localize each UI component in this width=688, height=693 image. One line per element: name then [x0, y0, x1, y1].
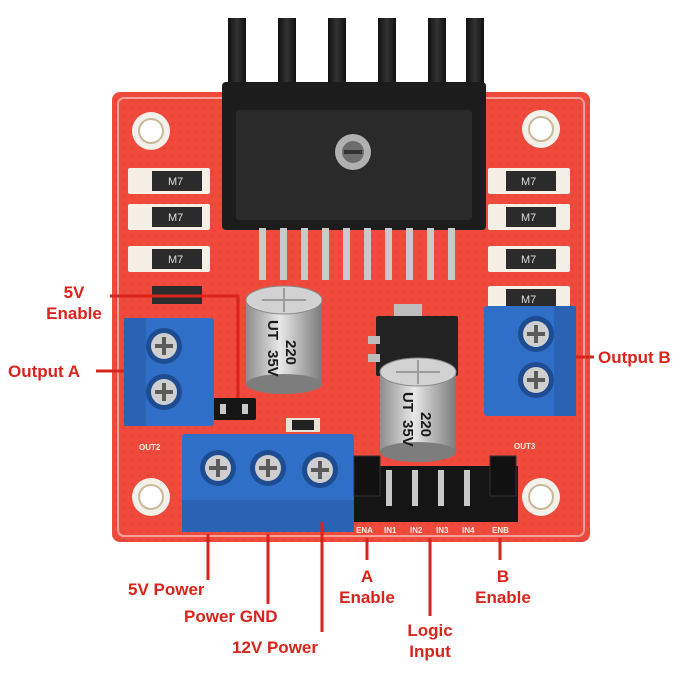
diode-marking: M7: [521, 254, 536, 266]
diodes-right: M7 M7 M7 M7: [488, 168, 570, 312]
silk-enb: ENB: [492, 526, 509, 535]
label-output-b: Output B: [598, 348, 671, 367]
label-a-enable-line2: Enable: [339, 588, 395, 607]
mounting-holes: [132, 110, 560, 516]
diode-marking: M7: [168, 254, 183, 266]
silk-out2: OUT2: [139, 443, 161, 452]
capacitor-value: 220: [417, 412, 434, 437]
heatsink: [222, 18, 486, 230]
capacitor-right: UT 35V 220: [379, 357, 457, 462]
label-logic-input-line2: Input: [409, 642, 451, 661]
capacitor-value: 220: [282, 340, 299, 365]
label-5v-enable: 5V Enable: [42, 282, 106, 324]
silk-in3: IN3: [436, 526, 449, 535]
terminal-output-a: [124, 318, 214, 426]
diodes-left: M7 M7 M7: [128, 168, 210, 304]
logic-header: [353, 455, 518, 522]
capacitor-brand: UT: [399, 392, 416, 412]
silk-in4: IN4: [462, 526, 475, 535]
capacitor-voltage: 35V: [264, 350, 281, 377]
diode-marking: M7: [521, 212, 536, 224]
capacitor-brand: UT: [264, 320, 281, 340]
label-12v-power: 12V Power: [232, 638, 318, 657]
label-b-enable-line1: B: [496, 567, 510, 586]
terminal-power: [182, 434, 354, 532]
label-5v-enable-line1: 5V: [63, 283, 85, 302]
driver-chip-pins: [259, 228, 455, 280]
callout-leaders: [96, 294, 594, 632]
diode-marking: M7: [168, 212, 183, 224]
label-power-gnd: Power GND: [184, 607, 278, 626]
diode-marking: M7: [521, 294, 536, 306]
label-a-enable-line1: A: [360, 567, 374, 586]
jumper-5v-enable: [212, 398, 256, 420]
label-5v-enable-line2: Enable: [46, 304, 102, 323]
label-logic-input: Logic Input: [398, 620, 462, 662]
capacitor-left: UT 35V 220: [245, 285, 323, 394]
silk-in1: IN1: [384, 526, 397, 535]
silkscreen-labels: OUT2 OUT3 ENA IN1 IN2 IN3 IN4 ENB: [139, 442, 536, 535]
label-b-enable-line2: Enable: [475, 588, 531, 607]
label-b-enable: B Enable: [468, 566, 538, 608]
diode-marking: M7: [168, 176, 183, 188]
terminal-output-b: [484, 306, 576, 416]
label-output-a: Output A: [8, 362, 81, 381]
label-a-enable: A Enable: [333, 566, 401, 608]
label-logic-input-line1: Logic: [407, 621, 453, 640]
diode-marking: M7: [521, 176, 536, 188]
smd-resistor: [286, 418, 320, 432]
leader-5v-enable: [110, 294, 240, 398]
capacitor-voltage: 35V: [399, 420, 416, 447]
label-5v-power: 5V Power: [128, 580, 205, 599]
silk-out3: OUT3: [514, 442, 536, 451]
silk-ena: ENA: [356, 526, 373, 535]
silk-in2: IN2: [410, 526, 423, 535]
